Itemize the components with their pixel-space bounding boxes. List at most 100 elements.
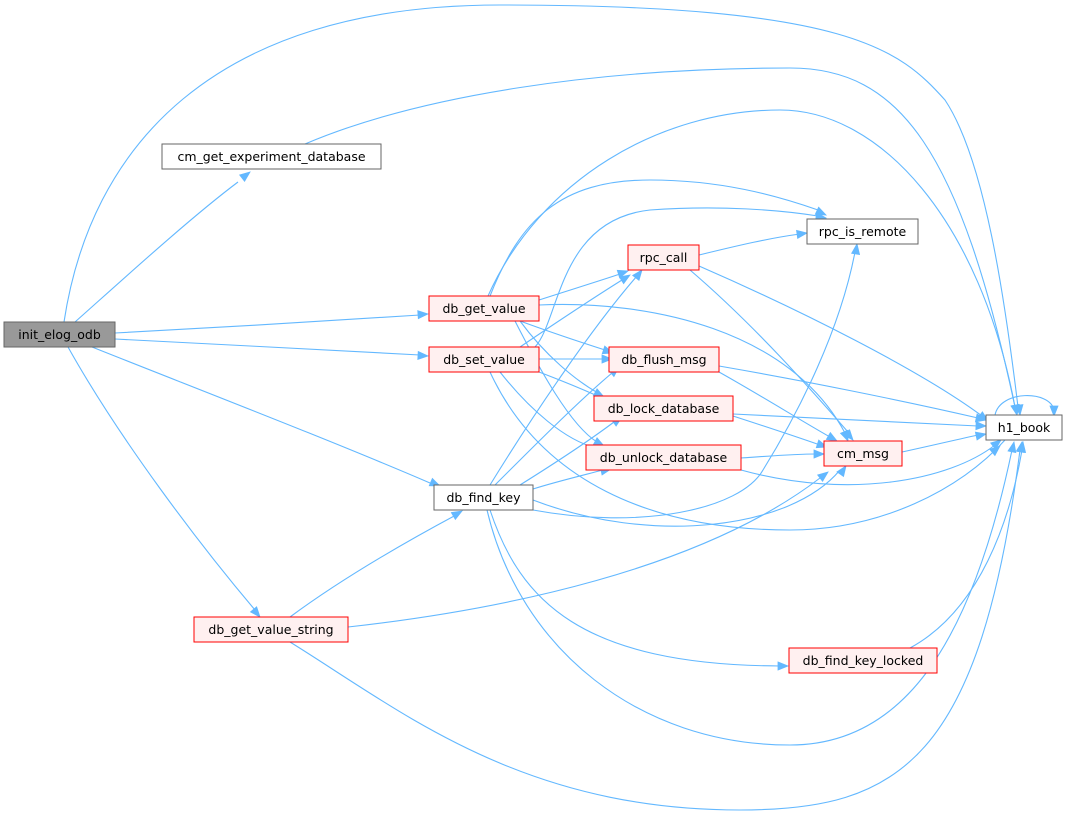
node-label-db_lock_database: db_lock_database bbox=[608, 401, 720, 416]
arrowhead-db_find_key-to-rpc_call bbox=[631, 269, 643, 282]
node-label-h1_book: h1_book bbox=[998, 420, 1051, 435]
arrowhead-init_elog_odb-to-db_get_value bbox=[417, 310, 430, 320]
node-box-db_set_value[interactable] bbox=[428, 346, 540, 373]
arrowhead-db_set_value-to-rpc_call bbox=[618, 274, 631, 285]
arrowhead-db_find_key-to-cm_msg bbox=[836, 465, 847, 478]
node-db_find_key[interactable]: db_find_key bbox=[433, 484, 534, 511]
edges-layer bbox=[63, 4, 1059, 811]
node-label-cm_msg: cm_msg bbox=[837, 446, 889, 461]
edge-db_set_value-to-rpc_is_remote bbox=[534, 207, 819, 348]
edge-db_find_key-to-db_lock_database bbox=[519, 421, 615, 486]
node-db_set_value[interactable]: db_set_value bbox=[428, 346, 540, 373]
arrowhead-db_get_value-to-rpc_call bbox=[616, 269, 630, 279]
edge-init_elog_odb-to-h1_book bbox=[63, 4, 1019, 408]
node-box-rpc_is_remote[interactable] bbox=[806, 218, 919, 245]
arrowhead-db_lock_database-to-h1_book bbox=[975, 421, 988, 431]
arrowhead-db_find_key-to-h1_book bbox=[1007, 440, 1017, 454]
node-box-db_flush_msg[interactable] bbox=[608, 346, 720, 373]
node-h1_book[interactable]: h1_book bbox=[985, 414, 1063, 441]
edge-init_elog_odb-to-cm_get_experiment_database bbox=[74, 181, 239, 323]
edge-db_flush_msg-to-h1_book bbox=[718, 365, 979, 419]
edge-db_set_value-to-db_lock_database bbox=[538, 371, 603, 399]
node-box-h1_book[interactable] bbox=[985, 414, 1063, 441]
edge-db_find_key-to-h1_book bbox=[486, 449, 1013, 746]
edge-rpc_call-to-h1_book bbox=[698, 265, 983, 417]
edge-db_get_value-to-db_lock_database bbox=[519, 320, 599, 394]
edge-db_get_value-to-db_flush_msg bbox=[519, 320, 606, 351]
node-cm_msg[interactable]: cm_msg bbox=[823, 440, 903, 467]
node-label-db_find_key_locked: db_find_key_locked bbox=[803, 653, 924, 668]
arrowhead-db_unlock_database-to-cm_msg bbox=[813, 449, 826, 459]
arrowhead-rpc_call-to-cm_msg bbox=[842, 429, 854, 441]
node-db_unlock_database[interactable]: db_unlock_database bbox=[585, 444, 742, 471]
node-db_find_key_locked[interactable]: db_find_key_locked bbox=[788, 647, 938, 674]
node-box-cm_msg[interactable] bbox=[823, 440, 903, 467]
arrowhead-cm_msg-to-h1_book bbox=[974, 431, 988, 441]
edge-rpc_call-to-cm_msg bbox=[689, 269, 849, 433]
arrowhead-init_elog_odb-to-cm_get_experiment_database bbox=[238, 171, 251, 183]
edge-db_lock_database-to-cm_msg bbox=[732, 415, 821, 446]
node-label-db_get_value_string: db_get_value_string bbox=[208, 622, 333, 637]
edge-db_find_key_locked-to-h1_book bbox=[909, 449, 1023, 649]
node-label-rpc_call: rpc_call bbox=[640, 250, 688, 265]
edge-db_set_value-to-db_unlock_database bbox=[499, 371, 597, 449]
nodes-layer: init_elog_odb cm_get_experiment_databased… bbox=[3, 143, 1063, 674]
node-box-db_find_key_locked[interactable] bbox=[788, 647, 938, 674]
edge-db_get_value_string-to-h1_book bbox=[289, 449, 1021, 811]
node-box-rpc_call[interactable] bbox=[627, 244, 700, 271]
edge-db_unlock_database-to-cm_msg bbox=[740, 453, 817, 459]
edge-init_elog_odb-to-db_set_value bbox=[114, 338, 421, 356]
node-box-init_elog_odb[interactable] bbox=[3, 321, 116, 348]
edge-db_lock_database-to-h1_book bbox=[732, 413, 979, 427]
arrowhead-init_elog_odb-to-db_get_value_string bbox=[249, 606, 261, 618]
edge-db_get_value_string-to-cm_msg bbox=[347, 477, 821, 628]
arrowhead-rpc_call-to-rpc_is_remote bbox=[796, 229, 809, 239]
edge-db_find_key-to-rpc_is_remote bbox=[532, 251, 856, 519]
edge-db_flush_msg-to-cm_msg bbox=[718, 371, 831, 438]
node-box-db_find_key[interactable] bbox=[433, 484, 534, 511]
node-label-init_elog_odb: init_elog_odb bbox=[18, 327, 101, 342]
edge-db_set_value-to-h1_book bbox=[489, 371, 1006, 531]
arrowhead-h1_book-to-h1_book bbox=[1049, 405, 1059, 418]
edge-db_get_value-to-rpc_is_remote bbox=[489, 179, 819, 297]
node-box-db_get_value[interactable] bbox=[428, 295, 540, 322]
node-cm_get_experiment_database[interactable]: cm_get_experiment_database bbox=[161, 143, 382, 170]
node-db_get_value_string[interactable]: db_get_value_string bbox=[193, 616, 349, 643]
node-db_lock_database[interactable]: db_lock_database bbox=[593, 395, 734, 422]
arrowhead-db_find_key-to-db_find_key_locked bbox=[777, 661, 790, 671]
arrowhead-db_unlock_database-to-h1_book bbox=[989, 439, 1002, 451]
node-db_flush_msg[interactable]: db_flush_msg bbox=[608, 346, 720, 373]
edge-db_find_key-to-db_find_key_locked bbox=[489, 509, 781, 667]
node-label-db_set_value: db_set_value bbox=[443, 352, 525, 367]
node-rpc_is_remote[interactable]: rpc_is_remote bbox=[806, 218, 919, 245]
node-label-cm_get_experiment_database: cm_get_experiment_database bbox=[177, 149, 365, 164]
node-init_elog_odb[interactable]: init_elog_odb bbox=[3, 321, 116, 348]
node-label-rpc_is_remote: rpc_is_remote bbox=[819, 224, 907, 239]
node-label-db_find_key: db_find_key bbox=[447, 490, 522, 505]
node-box-cm_get_experiment_database[interactable] bbox=[161, 143, 382, 170]
arrowhead-init_elog_odb-to-db_set_value bbox=[417, 350, 430, 361]
edge-db_get_value-to-cm_msg bbox=[538, 303, 846, 434]
arrowhead-db_flush_msg-to-cm_msg bbox=[825, 431, 838, 442]
edge-cm_msg-to-h1_book bbox=[901, 434, 979, 453]
node-rpc_call[interactable]: rpc_call bbox=[627, 244, 700, 271]
edge-init_elog_odb-to-db_get_value bbox=[114, 314, 421, 334]
arrowhead-db_find_key_locked-to-h1_book bbox=[1017, 440, 1027, 453]
edge-db_get_value-to-db_unlock_database bbox=[514, 320, 598, 443]
edge-db_get_value-to-rpc_call bbox=[538, 273, 621, 301]
edge-cm_get_experiment_database-to-h1_book bbox=[304, 67, 1016, 408]
node-box-db_lock_database[interactable] bbox=[593, 395, 734, 422]
node-box-db_unlock_database[interactable] bbox=[585, 444, 742, 471]
edge-db_find_key-to-rpc_call bbox=[489, 275, 638, 486]
arrowhead-db_find_key-to-rpc_is_remote bbox=[851, 242, 861, 255]
edge-init_elog_odb-to-db_find_key bbox=[91, 346, 431, 484]
edge-h1_book-to-h1_book bbox=[994, 395, 1055, 416]
node-box-db_get_value_string[interactable] bbox=[193, 616, 349, 643]
edge-db_find_key-to-db_unlock_database bbox=[532, 469, 604, 490]
edge-db_find_key-to-cm_msg bbox=[532, 469, 841, 527]
node-db_get_value[interactable]: db_get_value bbox=[428, 295, 540, 322]
arrowhead-db_flush_msg-to-h1_book bbox=[974, 413, 988, 423]
arrowhead-db_get_value-to-h1_book bbox=[1010, 403, 1020, 417]
edge-db_find_key-to-db_flush_msg bbox=[494, 372, 613, 486]
